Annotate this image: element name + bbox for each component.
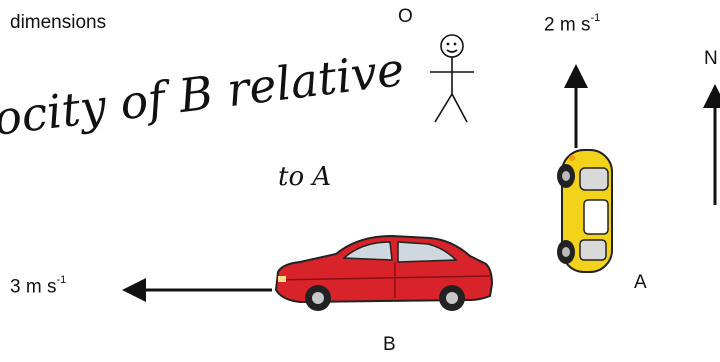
handwritten-note-sub: to A <box>278 162 332 192</box>
header-text: dimensions <box>10 12 107 33</box>
car-b-icon <box>274 234 494 311</box>
car-a-label: A <box>634 272 647 293</box>
car-a-icon <box>557 149 613 273</box>
car-b-velocity-value: 3 m s <box>10 276 57 298</box>
car-a-velocity-value: 2 m s <box>544 14 591 36</box>
observer-stick-figure <box>430 34 474 123</box>
car-b-label: B <box>383 334 396 355</box>
car-b-velocity-label: 3 m s-1 <box>10 274 67 298</box>
car-a-velocity-label: 2 m s-1 <box>544 12 601 36</box>
compass-label: N <box>704 48 718 69</box>
car-b-velocity-exponent: -1 <box>56 274 67 286</box>
observer-label: O <box>398 6 413 27</box>
car-a-velocity-exponent: -1 <box>590 12 601 24</box>
